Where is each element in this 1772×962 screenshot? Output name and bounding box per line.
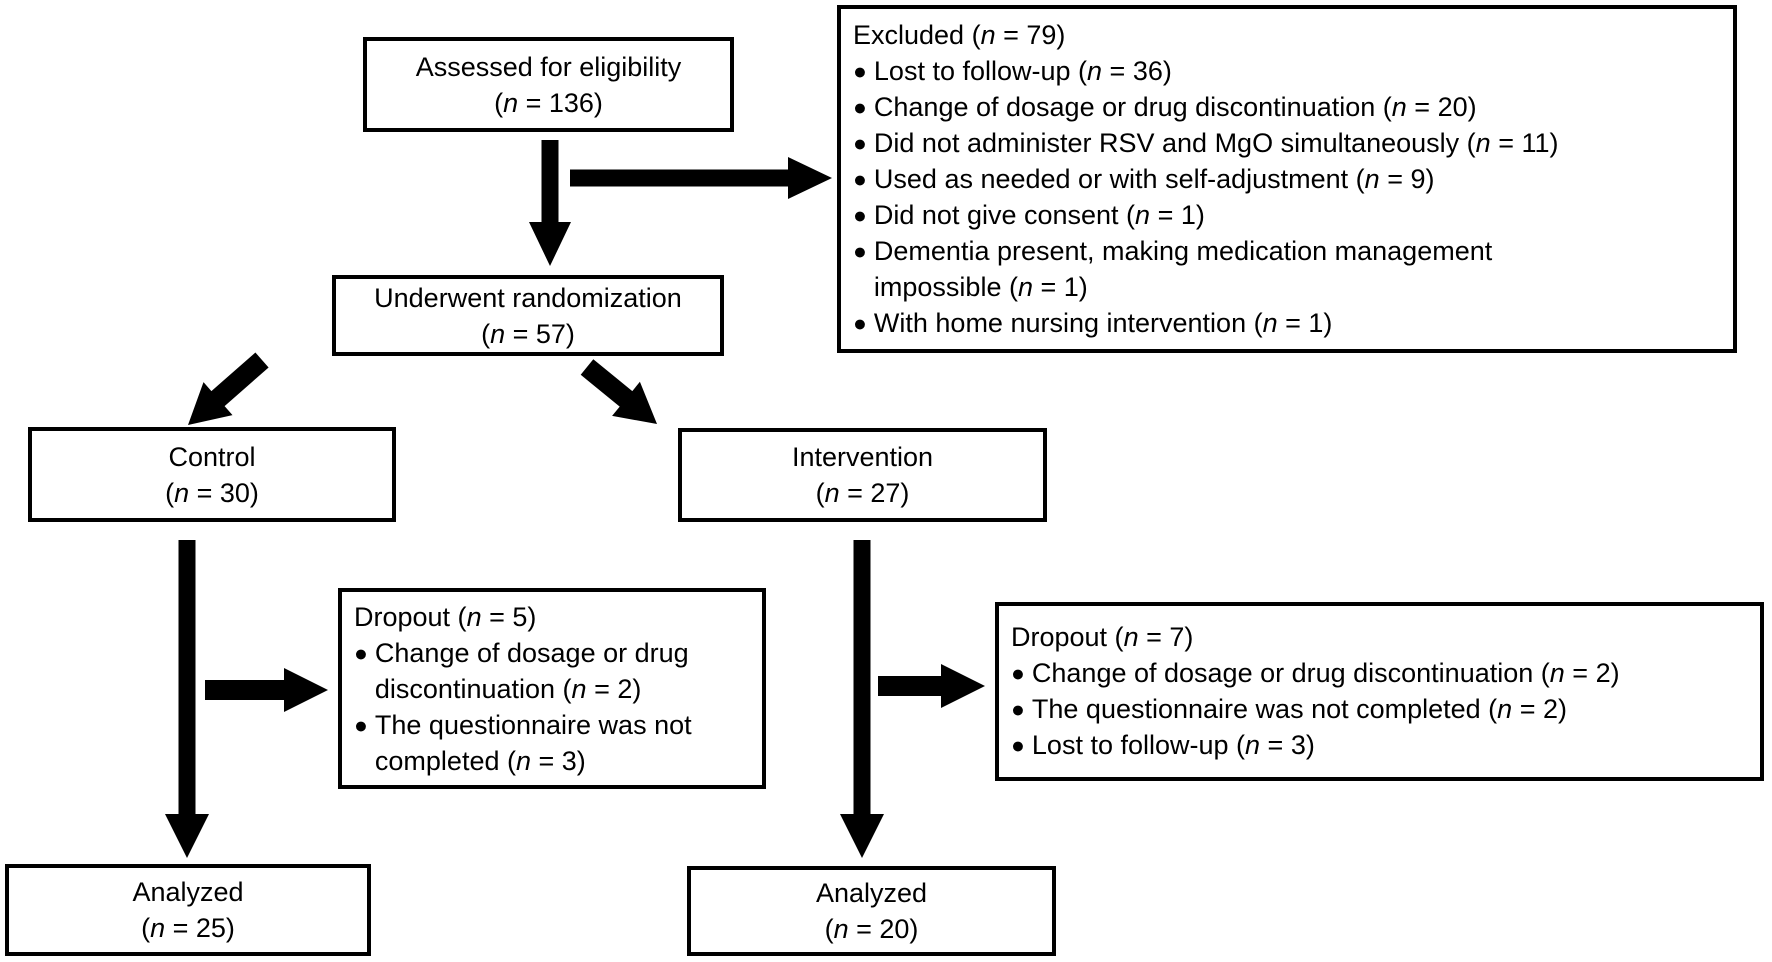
arrow-control-to-dropout-icon — [205, 668, 328, 712]
analyzed-intervention-title: Analyzed — [815, 878, 928, 908]
dropout-intervention-item-text: Change of dosage or drug discontinuation… — [1031, 658, 1620, 688]
assessed-title: Assessed for eligibility — [415, 51, 682, 82]
arrow-randomization-to-intervention-icon — [580, 359, 657, 424]
excluded-item-text: Dementia present, making medication mana… — [873, 236, 1493, 302]
assessed-count: (n = 136) — [494, 87, 603, 118]
bullet-icon: ● — [853, 238, 867, 264]
dropout-intervention-item: ● Change of dosage or drug discontinuati… — [1011, 655, 1748, 691]
arrow-assessed-to-excluded-icon — [570, 157, 832, 199]
excluded-item-text: Change of dosage or drug discontinuation… — [873, 92, 1477, 122]
assessed-for-eligibility-box: Assessed for eligibility (n = 136) — [363, 37, 734, 132]
analyzed-control-count: (n = 25) — [141, 913, 235, 943]
bullet-icon: ● — [853, 166, 867, 192]
control-box: Control (n = 30) — [28, 427, 396, 522]
bullet-icon: ● — [853, 94, 867, 120]
dropout-control-item: ● Change of dosage or drug discontinuati… — [354, 635, 750, 707]
randomization-title: Underwent randomization — [374, 282, 682, 313]
control-title: Control — [168, 441, 256, 472]
intervention-count: (n = 27) — [815, 478, 910, 508]
excluded-item: ● Did not administer RSV and MgO simulta… — [853, 125, 1721, 161]
analyzed-control-title: Analyzed — [132, 877, 244, 907]
excluded-item: ● Lost to follow-up (n = 36) — [853, 53, 1721, 89]
excluded-title: Excluded (n = 79) — [853, 20, 1066, 50]
intervention-box: Intervention (n = 27) — [678, 428, 1047, 522]
bullet-icon: ● — [354, 640, 368, 666]
excluded-item: ● Did not give consent (n = 1) — [853, 197, 1721, 233]
excluded-item-text: Did not administer RSV and MgO simultane… — [873, 128, 1559, 158]
dropout-intervention-box: Dropout (n = 7) ● Change of dosage or dr… — [995, 602, 1764, 781]
analyzed-intervention-count: (n = 20) — [824, 914, 919, 944]
arrow-randomization-to-control-icon — [188, 352, 269, 425]
randomization-box: Underwent randomization (n = 57) — [332, 275, 724, 356]
control-count: (n = 30) — [165, 477, 259, 508]
arrow-intervention-to-dropout-icon — [878, 664, 985, 708]
dropout-control-item-text: The questionnaire was not completed (n =… — [374, 710, 692, 776]
bullet-icon: ● — [853, 310, 867, 336]
dropout-intervention-item: ● The questionnaire was not completed (n… — [1011, 691, 1748, 727]
excluded-box: Excluded (n = 79) ● Lost to follow-up (n… — [837, 5, 1737, 353]
bullet-icon: ● — [853, 202, 867, 228]
dropout-intervention-item-text: Lost to follow-up (n = 3) — [1031, 730, 1315, 760]
dropout-control-box: Dropout (n = 5) ● Change of dosage or dr… — [338, 588, 766, 789]
dropout-intervention-title: Dropout (n = 7) — [1011, 622, 1194, 652]
excluded-item-text: Lost to follow-up (n = 36) — [873, 56, 1172, 86]
dropout-control-item-text: Change of dosage or drug discontinuation… — [374, 638, 689, 704]
dropout-intervention-item-text: The questionnaire was not completed (n =… — [1031, 694, 1567, 724]
excluded-item: ● With home nursing intervention (n = 1) — [853, 305, 1721, 341]
excluded-item-text: With home nursing intervention (n = 1) — [873, 308, 1333, 338]
arrow-intervention-to-analyzed-icon — [840, 540, 884, 858]
dropout-control-item: ● The questionnaire was not completed (n… — [354, 707, 750, 779]
arrow-assessed-to-randomization-icon — [529, 140, 571, 266]
analyzed-control-box: Analyzed (n = 25) — [5, 864, 371, 956]
analyzed-intervention-box: Analyzed (n = 20) — [687, 866, 1056, 956]
excluded-item: ● Change of dosage or drug discontinuati… — [853, 89, 1721, 125]
bullet-icon: ● — [1011, 732, 1025, 758]
dropout-intervention-item: ● Lost to follow-up (n = 3) — [1011, 727, 1748, 763]
bullet-icon: ● — [853, 130, 867, 156]
excluded-item: ● Used as needed or with self-adjustment… — [853, 161, 1721, 197]
excluded-item: ● Dementia present, making medication ma… — [853, 233, 1721, 305]
dropout-control-title: Dropout (n = 5) — [354, 602, 537, 632]
arrow-control-to-analyzed-icon — [165, 540, 209, 858]
excluded-item-text: Used as needed or with self-adjustment (… — [873, 164, 1435, 194]
randomization-count: (n = 57) — [481, 318, 575, 349]
bullet-icon: ● — [1011, 696, 1025, 722]
bullet-icon: ● — [354, 712, 368, 738]
bullet-icon: ● — [853, 58, 867, 84]
excluded-item-text: Did not give consent (n = 1) — [873, 200, 1205, 230]
intervention-title: Intervention — [791, 442, 934, 472]
bullet-icon: ● — [1011, 660, 1025, 686]
